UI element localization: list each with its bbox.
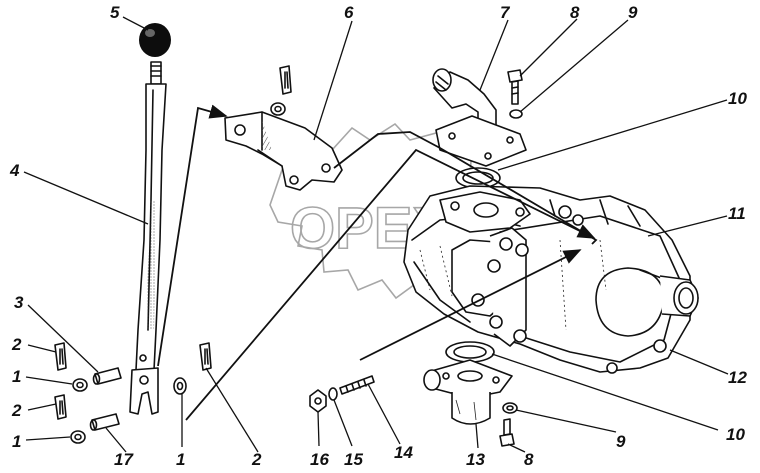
leader-lines (23, 16, 729, 453)
part-15-washer (328, 387, 338, 401)
callout-2-c: 2 (251, 450, 262, 469)
part-11-housing (403, 185, 699, 374)
part-8-bolt-top (507, 69, 523, 105)
part-9-washer-lower (502, 402, 518, 414)
callout-1-b: 1 (12, 432, 21, 451)
callout-17: 17 (114, 450, 134, 469)
part-1-washer-lower (70, 430, 86, 444)
callout-14: 14 (394, 443, 413, 462)
part-17-pin (89, 413, 120, 431)
callout-1-a: 1 (12, 367, 21, 386)
part-2-cotter-pin-c (199, 342, 212, 371)
part-7-elbow (432, 68, 527, 167)
callout-11: 11 (728, 204, 746, 223)
part-6-bracket (224, 111, 343, 191)
callout-10-top: 10 (728, 89, 747, 108)
part-8-bolt-lower (499, 418, 515, 447)
callout-5: 5 (110, 3, 120, 22)
part-16-nut (309, 389, 327, 413)
part-1-washer-center (173, 377, 187, 395)
callout-13: 13 (466, 450, 485, 469)
part-4-lever (129, 61, 167, 415)
part-3-pin (92, 367, 122, 385)
callout-8-bottom: 8 (524, 450, 534, 469)
part-14-stud (339, 375, 375, 395)
callout-16: 16 (310, 450, 329, 469)
callout-9-top: 9 (628, 3, 638, 22)
callout-1-c: 1 (176, 450, 185, 469)
callout-12: 12 (728, 368, 747, 387)
callout-2-b: 2 (11, 401, 22, 420)
callout-15: 15 (344, 450, 363, 469)
callout-7: 7 (500, 3, 511, 22)
callout-2-a: 2 (11, 335, 22, 354)
part-5-knob (139, 23, 171, 57)
callout-6: 6 (344, 3, 354, 22)
part-1-washer-upper (72, 378, 88, 392)
callout-3: 3 (14, 293, 24, 312)
part-2-cotter-pin-top (270, 65, 292, 116)
part-2-cotter-pin-b (54, 394, 67, 420)
callout-4: 4 (9, 161, 20, 180)
callout-9-bottom: 9 (616, 432, 626, 451)
callout-8-top: 8 (570, 3, 580, 22)
part-2-cotter-pin-a (54, 342, 67, 371)
part-13-flange-fitting (423, 341, 513, 425)
assembly-flow-lines (157, 104, 598, 421)
callout-10-bottom: 10 (726, 425, 745, 444)
part-9-washer-top (509, 109, 523, 119)
callouts: 5 6 7 8 9 10 11 4 3 2 1 2 1 17 1 2 16 15… (9, 3, 747, 469)
